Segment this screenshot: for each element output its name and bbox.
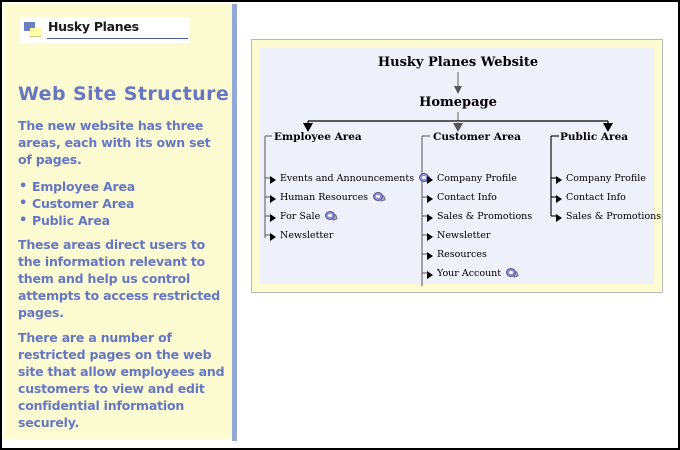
arrow-right-icon [427, 271, 433, 279]
arrow-right-icon [427, 176, 433, 184]
arrow-right-icon [427, 195, 433, 203]
list-item-label: For Sale [280, 211, 321, 222]
arrow-right-icon [270, 214, 276, 222]
list-item[interactable]: Sales & Promotions [427, 207, 532, 226]
list-item[interactable]: Resources [427, 245, 532, 264]
arrow-right-icon [556, 214, 562, 222]
lock-icon [323, 210, 338, 221]
diagram-canvas: Husky Planes Website Homepage [260, 48, 661, 286]
diagram-connectors [264, 72, 613, 286]
logo[interactable]: Husky Planes [20, 17, 190, 43]
list-item-label: Sales & Promotions [566, 211, 662, 222]
logo-underline [47, 38, 188, 39]
list-item-label: Sales & Promotions [437, 211, 533, 222]
list-item[interactable]: Contact Info [556, 188, 661, 207]
husky-planes-squares-icon [24, 22, 44, 38]
list-item[interactable]: Human Resources [270, 188, 431, 207]
list-item[interactable]: Your Account [427, 264, 532, 283]
sidebar-paragraph-1: The new website has three areas, each wi… [18, 118, 211, 167]
list-item-label: Events and Announcements [280, 173, 415, 184]
list-item: Public Area [18, 212, 226, 229]
arrow-right-icon [427, 233, 433, 241]
list-item-label: Newsletter [280, 230, 334, 241]
column-header-employee-area: Employee Area [274, 131, 362, 143]
list-item-label: Resources [437, 249, 487, 260]
lock-icon [371, 191, 386, 202]
employee-area-page-list: Events and Announcements Human Resources… [270, 169, 432, 245]
arrow-right-icon [427, 252, 433, 260]
arrow-right-icon [556, 176, 562, 184]
list-item-label: Contact Info [437, 192, 497, 203]
logo-square-blue [24, 22, 35, 31]
list-item-label: Newsletter [437, 230, 491, 241]
column-header-public-area: Public Area [560, 131, 629, 143]
sidebar-divider [232, 4, 237, 441]
list-item[interactable]: Newsletter [427, 226, 532, 245]
customer-area-page-list: Company Profile Contact Info Sales & Pro… [427, 169, 532, 283]
sidebar-paragraph-2: These areas direct users to the informat… [18, 237, 221, 320]
list-item-label: Company Profile [437, 173, 517, 184]
lock-icon [504, 267, 519, 278]
column-header-customer-area: Customer Area [433, 131, 521, 143]
list-item[interactable]: Events and Announcements [270, 169, 432, 188]
logo-square-yellow [30, 28, 41, 37]
diagram-root-node: Husky Planes Website [377, 55, 539, 70]
diagram-homepage-node: Homepage [419, 95, 497, 110]
list-item-label: Human Resources [280, 192, 369, 203]
list-item: Customer Area [18, 195, 226, 212]
page-title: Web Site Structure [18, 83, 230, 105]
list-item-label: Your Account [437, 268, 502, 279]
public-area-page-list: Company Profile Contact Info Sales & Pro… [556, 169, 661, 226]
arrow-right-icon [270, 233, 276, 241]
list-item-label: Contact Info [566, 192, 626, 203]
list-item: Employee Area [18, 178, 226, 195]
arrow-right-icon [270, 176, 276, 184]
sidebar-paragraph-3: There are a number of restricted pages o… [18, 330, 225, 430]
list-item[interactable]: Company Profile [556, 169, 661, 188]
arrow-right-icon [427, 214, 433, 222]
list-item[interactable]: Sales & Promotions [556, 207, 661, 226]
list-item[interactable]: Company Profile [427, 169, 532, 188]
arrow-right-icon [270, 195, 276, 203]
list-item[interactable]: Contact Info [427, 188, 532, 207]
list-item[interactable]: For Sale [270, 207, 431, 226]
sidebar: Husky Planes Web Site Structure The new … [4, 4, 232, 439]
list-item-label: Company Profile [566, 173, 646, 184]
arrow-right-icon [556, 195, 562, 203]
sidebar-area-list: Employee Area Customer Area Public Area [18, 178, 226, 229]
logo-text: Husky Planes [48, 19, 139, 34]
site-structure-diagram: Husky Planes Website Homepage [251, 39, 663, 293]
list-item[interactable]: Newsletter [270, 226, 431, 245]
